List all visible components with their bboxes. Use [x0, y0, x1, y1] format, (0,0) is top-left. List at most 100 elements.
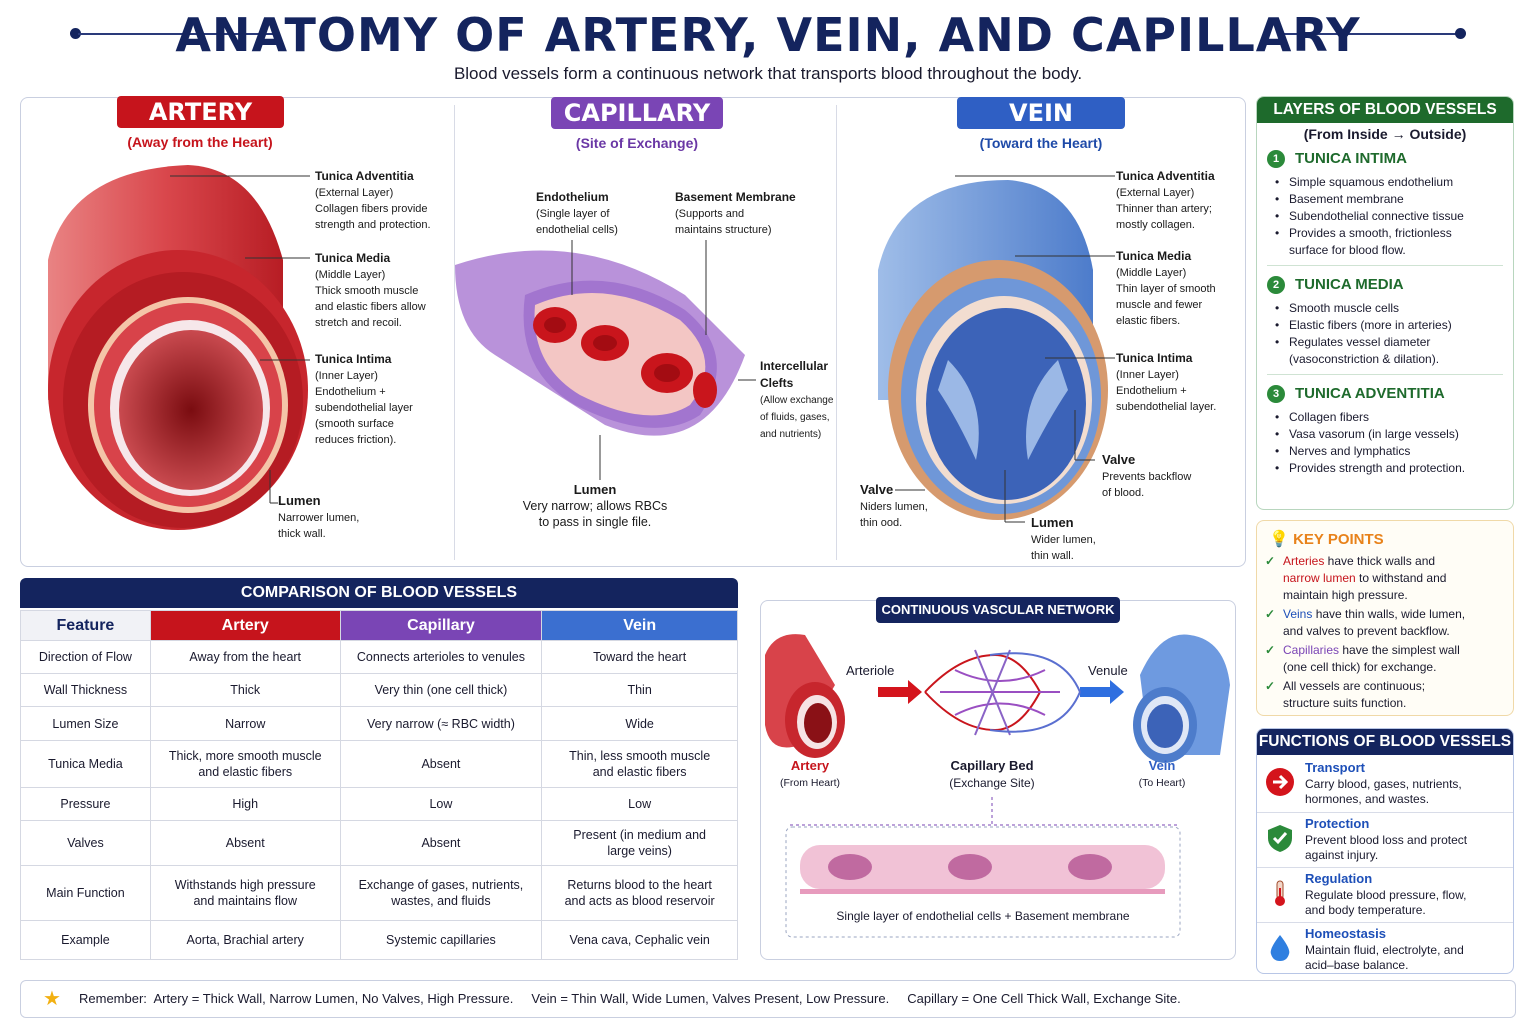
table-cell: Present (in medium and large veins) [541, 820, 738, 866]
arteriole-label: Arteriole [846, 663, 895, 678]
table-feature-cell: Pressure [20, 787, 151, 821]
layer-point: Provides strength and protection. [1289, 460, 1503, 477]
function-name: Protection [1305, 816, 1370, 831]
page-title: ANATOMY OF ARTERY, VEIN, AND CAPILLARY [175, 8, 1361, 62]
footer-artery: Artery = Thick Wall, Narrow Lumen, No Va… [153, 991, 514, 1006]
capillary-basement-label: Basement Membrane(Supports and maintains… [675, 190, 796, 236]
arrow-icon [1265, 767, 1295, 802]
table-cell: Low [541, 787, 738, 821]
layer-point: Collagen fibers [1289, 409, 1503, 426]
table-cell: Withstands high pressure and maintains f… [149, 865, 341, 921]
table-cell: Very narrow (≈ RBC width) [339, 706, 543, 741]
keypoints-title: KEY POINTS [1293, 531, 1384, 548]
header-artery: Artery [149, 610, 341, 641]
footer-capillary: Capillary = One Cell Thick Wall, Exchang… [907, 991, 1181, 1006]
keypoints-panel: 💡 KEY POINTS Arteries have thick walls a… [1256, 520, 1514, 716]
capillary-leader-lines [571, 240, 756, 480]
thermometer-icon [1265, 878, 1295, 913]
table-cell: Absent [149, 820, 341, 866]
table-cell: Very thin (one cell thick) [339, 673, 543, 707]
artery-subtitle: (Away from the Heart) [127, 134, 273, 150]
network-title: CONTINUOUS VASCULAR NETWORK [876, 597, 1120, 623]
capillary-bed-sub: (Exchange Site) [949, 776, 1035, 790]
capillary-tag: CAPILLARY [551, 97, 723, 129]
table-cell: Narrow [149, 706, 341, 741]
table-cell: Toward the heart [541, 640, 738, 674]
endothelial-caption: Single layer of endothelial cells + Base… [836, 909, 1130, 923]
layer-point: Subendothelial connective tissue [1289, 208, 1503, 225]
star-icon: ★ [43, 988, 61, 1010]
network-artery-label: Artery [790, 758, 830, 773]
layer-number: 3 [1267, 385, 1285, 404]
keypoints-header: 💡 KEY POINTS [1269, 529, 1513, 549]
table-feature-cell: Valves [20, 820, 151, 866]
layers-title: LAYERS OF BLOOD VESSELS [1257, 97, 1513, 123]
header-feature: Feature [20, 610, 151, 641]
table-cell: Low [339, 787, 543, 821]
function-desc: Maintain fluid, electrolyte, and acid–ba… [1305, 943, 1464, 972]
table-cell: High [149, 787, 341, 821]
table-cell: Thin [541, 673, 738, 707]
vein-adventitia-label: Tunica Adventitia(External Layer) Thinne… [1116, 169, 1215, 231]
layer-point: Vasa vasorum (in large vessels) [1289, 426, 1503, 443]
page-subtitle: Blood vessels form a continuous network … [453, 64, 1083, 83]
function-desc: Prevent blood loss and protect against i… [1305, 833, 1468, 862]
network-vein-sub: (To Heart) [1138, 777, 1186, 789]
layer-point: Smooth muscle cells [1289, 300, 1503, 317]
table-cell: Aorta, Brachial artery [149, 920, 341, 960]
vein-media-label: Tunica Media(Middle Layer) Thin layer of… [1116, 249, 1216, 327]
keypoint-item: All vessels are continuous; structure su… [1265, 678, 1513, 712]
artery-media-label: Tunica Media(Middle Layer) Thick smooth … [315, 251, 426, 329]
layers-panel: LAYERS OF BLOOD VESSELS (From Inside → O… [1256, 96, 1514, 510]
vein-subtitle: (Toward the Heart) [979, 135, 1103, 151]
capillary-endothelium-label: Endothelium(Single layer of endothelial … [536, 190, 618, 236]
lightbulb-icon: 💡 [1269, 531, 1289, 548]
table-cell: Thick, more smooth muscle and elastic fi… [149, 740, 341, 788]
function-name: Regulation [1305, 871, 1373, 886]
vein-illustration [878, 180, 1108, 520]
droplet-icon [1265, 933, 1295, 968]
panel-divider [836, 105, 837, 560]
network-artery-sub: (From Heart) [779, 777, 841, 789]
title-decoration-dot-right [1455, 28, 1466, 39]
footer-reminder: ★ Remember: Artery = Thick Wall, Narrow … [20, 980, 1516, 1018]
vein-intima-label: Tunica Intima(Inner Layer) Endothelium +… [1116, 351, 1217, 413]
artery-illustration [48, 165, 308, 530]
function-name: Transport [1305, 760, 1365, 775]
venule-label: Venule [1088, 663, 1128, 678]
layer-point: Regulates vessel diameter (vasoconstrict… [1289, 334, 1503, 368]
table-cell: Systemic capillaries [339, 920, 543, 960]
capillary-clefts-label: Intercellular Clefts(Allow exchange of f… [760, 359, 834, 440]
header-capillary: Capillary [339, 610, 543, 641]
table-feature-cell: Example [20, 920, 151, 960]
table-cell: Thin, less smooth muscle and elastic fib… [541, 740, 738, 788]
artery-adventitia-label: Tunica Adventitia(External Layer) Collag… [315, 169, 431, 231]
layer-point: Nerves and lymphatics [1289, 443, 1503, 460]
artery-leader-lines [170, 175, 310, 504]
capillary-illustration [455, 250, 745, 436]
footer-vein: Vein = Thin Wall, Wide Lumen, Valves Pre… [531, 991, 890, 1006]
table-feature-cell: Tunica Media [20, 740, 151, 788]
table-feature-cell: Direction of Flow [20, 640, 151, 674]
capillary-subtitle: (Site of Exchange) [575, 135, 699, 151]
network-vein-label: Vein [1148, 758, 1176, 773]
